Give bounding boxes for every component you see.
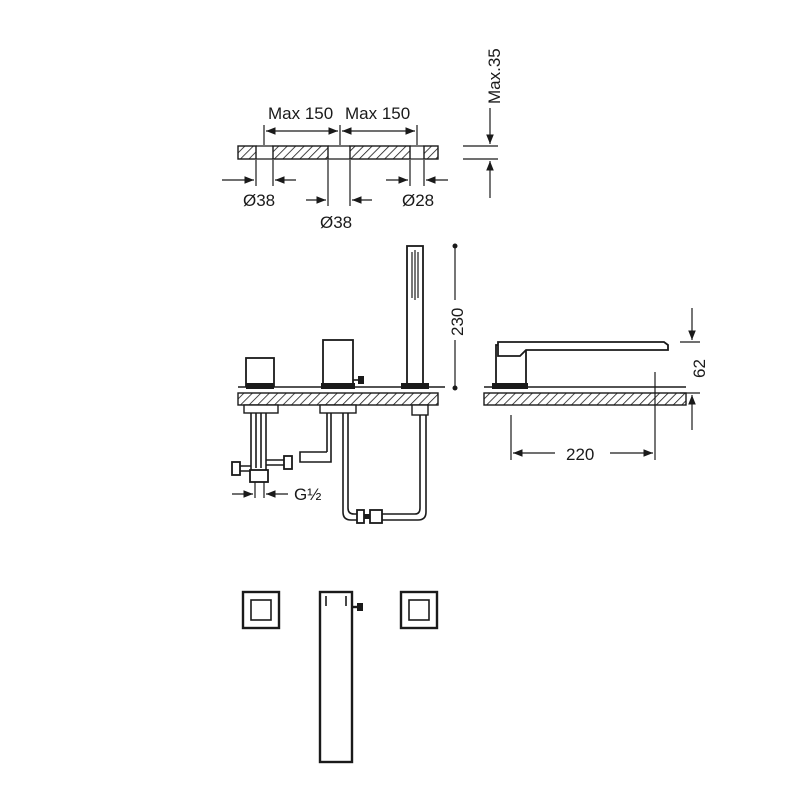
dim-height-230: 230 <box>448 308 467 336</box>
spout-elevation: 62 220 <box>483 308 709 464</box>
dim-dia-28: Ø28 <box>402 191 434 210</box>
dim-max-150-left: Max 150 <box>268 104 333 123</box>
dim-height-62: 62 <box>690 359 709 378</box>
dim-max-150-right: Max 150 <box>345 104 410 123</box>
dim-dia-38-left: Ø38 <box>243 191 275 210</box>
mixer-elevation: G½ 230 <box>231 243 467 524</box>
dim-max-35: Max.35 <box>485 48 504 104</box>
dim-length-220: 220 <box>566 445 594 464</box>
dim-dia-38-center: Ø38 <box>320 213 352 232</box>
dim-thread-g: G½ <box>294 485 321 504</box>
component-plan-view <box>241 590 439 764</box>
deck-cutout-plan: Max 150 Max 150 Ø38 Ø38 Ø28 Max.35 <box>222 48 504 232</box>
